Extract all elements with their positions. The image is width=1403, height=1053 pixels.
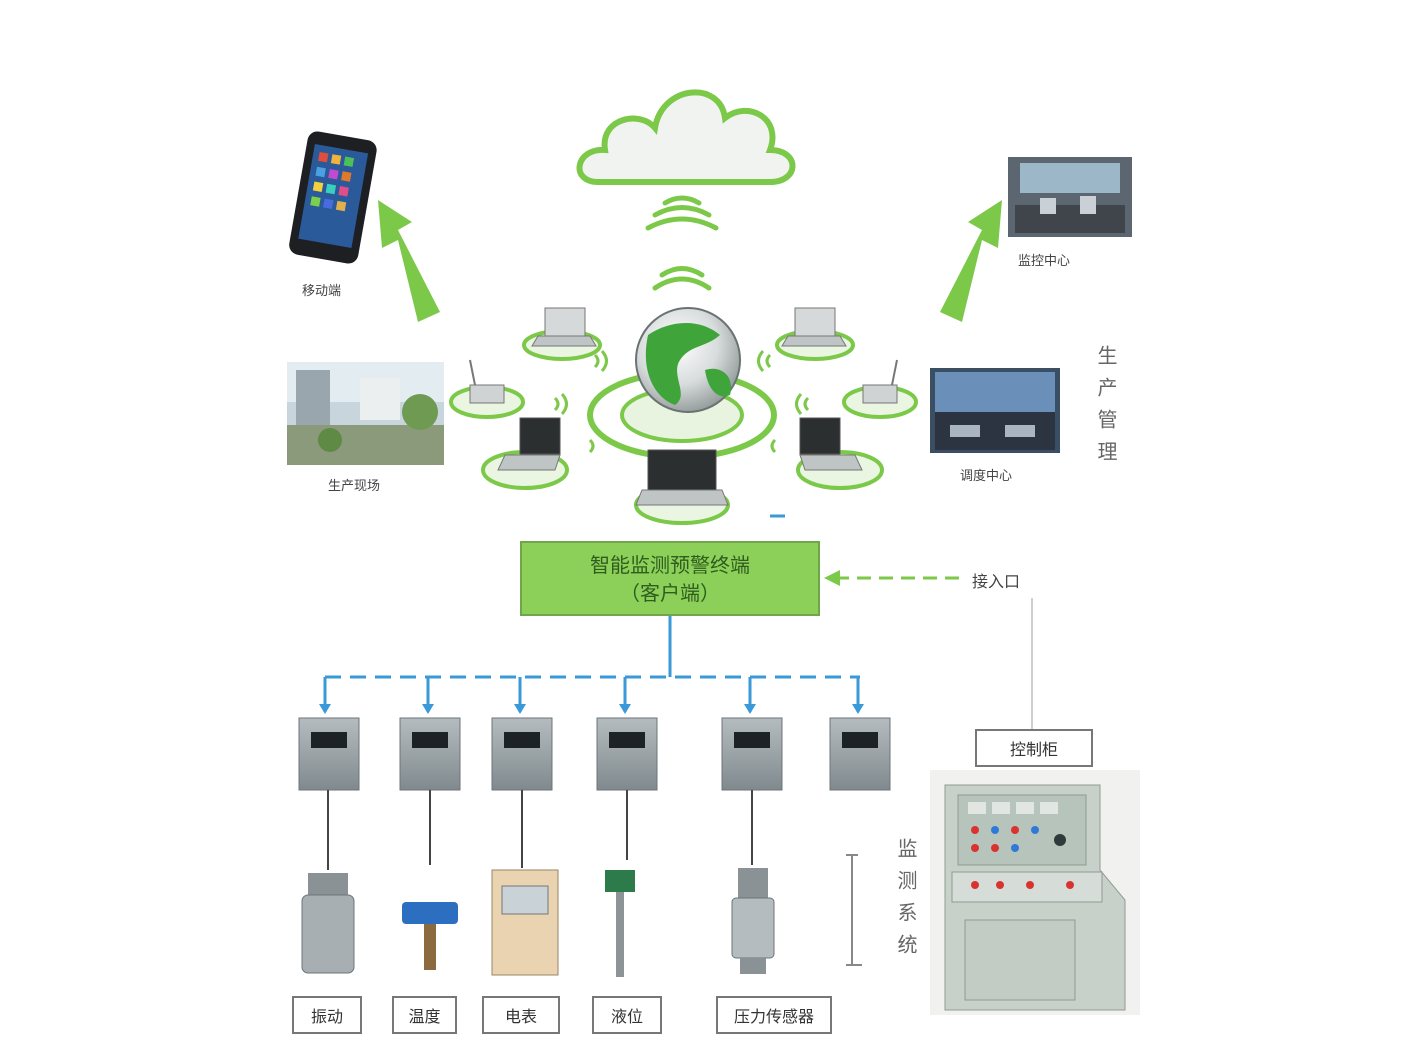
sensor-label-level: 液位 — [592, 996, 662, 1034]
site-photo — [287, 362, 444, 465]
control-room-photo — [1008, 157, 1132, 237]
sensor-label-vibration: 振动 — [292, 996, 362, 1034]
monitoring-terminal-box: 智能监测预警终端 （客户端） — [520, 541, 820, 616]
input-arrow — [824, 570, 1033, 729]
control-cabinet-label: 控制柜 — [975, 729, 1093, 767]
site-caption: 生产现场 — [328, 479, 381, 494]
dispatch-photo — [930, 368, 1060, 453]
signal-arcs — [553, 349, 810, 454]
monitoring-terminal-title: 智能监测预警终端 — [590, 552, 750, 577]
electric-meter — [491, 869, 559, 976]
cloud-icon — [576, 89, 796, 185]
acquisition-units — [298, 717, 891, 791]
sensor-label-meter: 电表 — [482, 996, 560, 1034]
phone-caption: 移动端 — [302, 284, 342, 299]
vertical-label-monitoring: 监测系统 — [894, 838, 918, 966]
phone-icon — [289, 131, 377, 264]
laptop-icon — [481, 307, 884, 525]
router-icon — [449, 359, 918, 419]
vibration-sensor — [301, 873, 355, 974]
monitoring-terminal-subtitle: （客户端） — [620, 580, 720, 605]
control-cabinet — [930, 770, 1140, 1015]
temperature-sensor — [402, 902, 458, 970]
sensor-cables — [327, 790, 753, 870]
level-sensor — [605, 870, 635, 977]
input-port-label: 接入口 — [972, 572, 1021, 591]
wifi-icon — [645, 195, 719, 291]
sensor-label-temperature: 温度 — [392, 996, 457, 1034]
vertical-label-management: 生产管理 — [1094, 345, 1118, 473]
control-room-caption: 监控中心 — [1018, 254, 1071, 269]
sensor-label-pressure: 压力传感器 — [716, 996, 832, 1034]
arrow-up-icon — [378, 200, 1002, 322]
dispatch-caption: 调度中心 — [960, 469, 1013, 484]
bracket-line — [846, 854, 862, 966]
bus-arrows — [319, 704, 864, 714]
pressure-sensor — [731, 868, 775, 974]
globe-icon — [587, 307, 777, 460]
